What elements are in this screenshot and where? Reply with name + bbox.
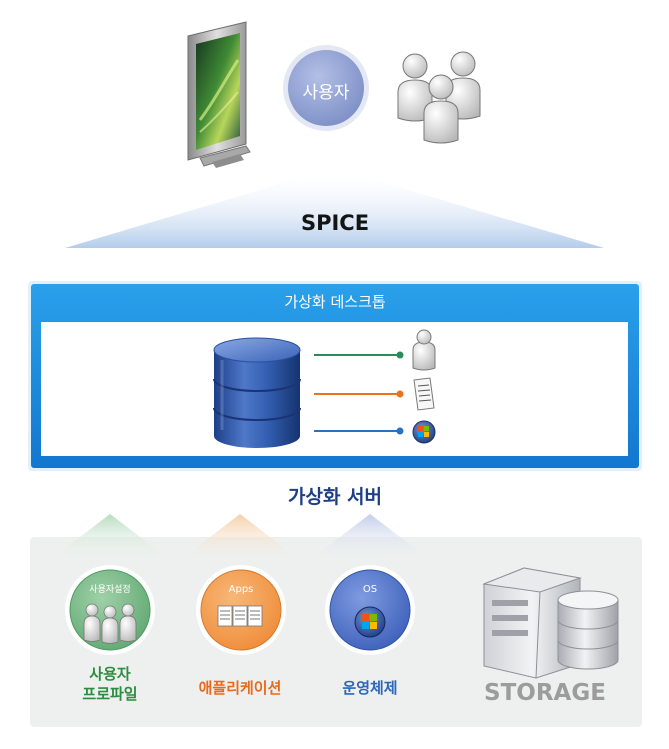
documents-icon [217,605,263,627]
user-icon [412,329,436,371]
user-group-small-icon [83,603,137,644]
database-icon [213,337,301,448]
profile-channel [50,514,170,560]
os-channel [310,514,430,560]
windows-icon [412,420,436,444]
virtual-desktop-panel [41,322,628,456]
storage-label: STORAGE [484,680,606,706]
server-label: 가상화 서버 [287,486,382,508]
user-circle [288,50,364,126]
profile-caption-line2: 프로파일 [82,685,138,703]
monitor-icon [187,21,251,168]
user-group-icon [397,51,481,144]
protocol-label: SPICE [300,211,370,235]
os-caption: 운영체제 [342,679,398,697]
apps-channel [180,514,300,560]
windows-logo-icon [354,606,386,638]
storage-cylinder-icon [557,590,619,670]
apps-caption: 애플리케이션 [198,679,282,697]
connector-user [314,351,404,359]
document-icon [413,377,435,411]
os-circle-label: OS [362,584,378,595]
user-circle-label: 사용자 [302,83,350,103]
apps-circle-label: Apps [228,584,254,595]
connector-document [314,390,404,398]
profile-circle-label: 사용자설정 [89,585,131,595]
storage-server-icon [482,567,582,679]
profile-caption-line1: 사용자 [89,665,131,683]
virtual-desktop-title: 가상화 데스크톱 [284,293,386,311]
spice-channel [65,168,604,248]
connector-windows [314,427,404,435]
profile-caption: 사용자 프로파일 [55,664,165,704]
